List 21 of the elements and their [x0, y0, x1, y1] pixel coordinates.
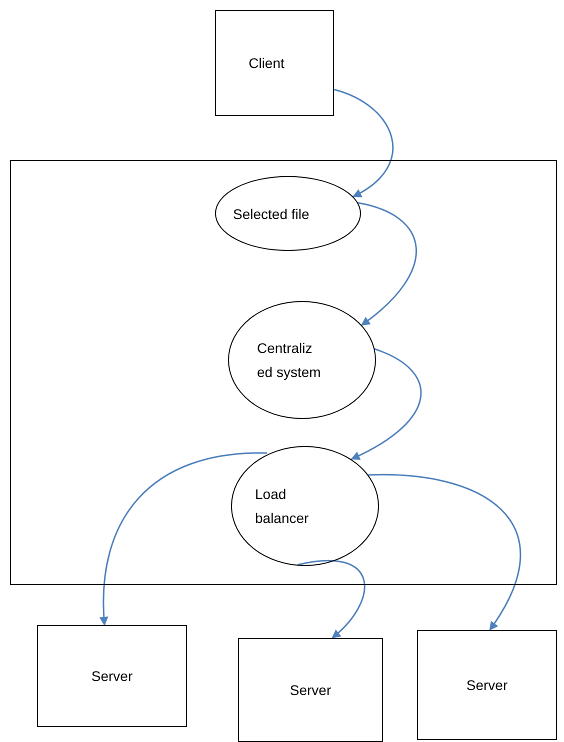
process-ellipse [215, 176, 361, 251]
node-label: Server [290, 681, 332, 700]
process-ellipse [228, 301, 376, 419]
process-box [417, 630, 557, 740]
process-box [37, 625, 187, 727]
node-label: Client [248, 54, 284, 73]
arrow [368, 474, 521, 631]
process-box [238, 638, 383, 742]
node-label: Server [91, 667, 133, 686]
node-label: Selected file [233, 204, 310, 224]
process-ellipse [231, 446, 379, 566]
arrow [350, 348, 422, 460]
arrow [334, 88, 394, 198]
process-box [215, 10, 334, 116]
node-label: Server [466, 676, 508, 695]
node-label: Load balancer [255, 485, 310, 528]
arrow [357, 202, 417, 326]
container-box [10, 160, 557, 585]
arrow [297, 560, 366, 639]
node-label: Centraliz ed system [257, 339, 322, 382]
arrow [100, 452, 268, 626]
